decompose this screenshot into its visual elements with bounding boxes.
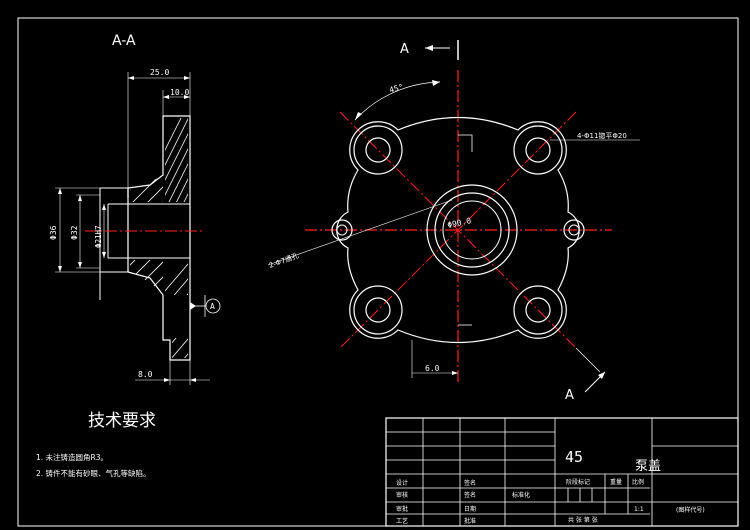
dim-bore: Φ21H7 — [94, 225, 103, 248]
tb-row-3-label: 审批 — [396, 505, 408, 513]
datum-symbol — [205, 298, 221, 314]
center-dia: Φ90.0 — [447, 216, 473, 230]
technical-requirements: 技术要求 1. 未注铸造圆角R3。 2. 铸件不能有砂眼、气孔等缺陷。 — [36, 411, 156, 478]
sheet-label: 共 张 第 张 — [568, 516, 598, 524]
dim-bottom-offset: 8.0 — [138, 370, 153, 379]
dim-offset: 6.0 — [425, 364, 440, 373]
front-view: A — [268, 40, 640, 403]
tb-row-3-sign: 日期 — [464, 505, 476, 513]
drawing-no: (图样代号) — [676, 506, 705, 514]
section-outline — [127, 115, 191, 361]
bolt-holes — [353, 125, 563, 335]
angle-arc — [354, 81, 441, 121]
angle-label: 45° — [388, 82, 404, 94]
tb-row-4-sign: 批准 — [464, 517, 476, 525]
dim-boss-dia: Φ32 — [70, 225, 79, 240]
dowel-holes — [331, 219, 585, 241]
tb-row-2-date: 标准化 — [512, 491, 530, 499]
dim-outer-dia: Φ36 — [49, 225, 58, 240]
requirements-title: 技术要求 — [88, 411, 156, 431]
dim-overall-width: 25.0 — [150, 68, 169, 77]
tb-row-1-sign: 签名 — [464, 479, 476, 487]
title-block — [385, 417, 739, 527]
datum-label: A — [210, 302, 215, 311]
part-name: 泵盖 — [635, 459, 661, 474]
section-view: A-A — [49, 33, 221, 385]
scale-value: 1:1 — [634, 506, 644, 513]
scale-label: 比例 — [632, 478, 644, 486]
tb-row-4-label: 工艺 — [396, 517, 408, 525]
dowel-note: 2-Φ7通孔 — [268, 251, 300, 270]
tb-row-2-label: 审核 — [396, 491, 408, 499]
section-outline-top — [127, 116, 164, 198]
section-view-title: A-A — [112, 33, 136, 49]
stage-label: 阶段标记 — [566, 478, 590, 486]
dim-flange-thickness: 10.0 — [170, 88, 189, 97]
tb-row-1-label: 设计 — [396, 479, 408, 487]
weight-label: 重量 — [610, 478, 622, 486]
material: 45 — [565, 448, 583, 466]
section-marker-bottom: A — [565, 388, 574, 403]
requirement-item-2: 2. 铸件不能有砂眼、气孔等缺陷。 — [36, 468, 151, 478]
body-outline — [336, 116, 580, 344]
central-boss — [426, 184, 518, 276]
section-marker-top: A — [400, 42, 409, 57]
title-block-text: 45 泵盖 设计 签名 审核 签名 标准化 审批 日期 工艺 批准 阶段标记 重… — [396, 448, 705, 525]
drawing-border — [17, 17, 739, 527]
requirement-item-1: 1. 未注铸造圆角R3。 — [36, 452, 108, 462]
hole-note: 4-Φ11锪平Φ20 — [577, 131, 627, 140]
tb-row-2-sign: 签名 — [464, 491, 476, 499]
diagonal-centerline-2 — [339, 111, 577, 349]
